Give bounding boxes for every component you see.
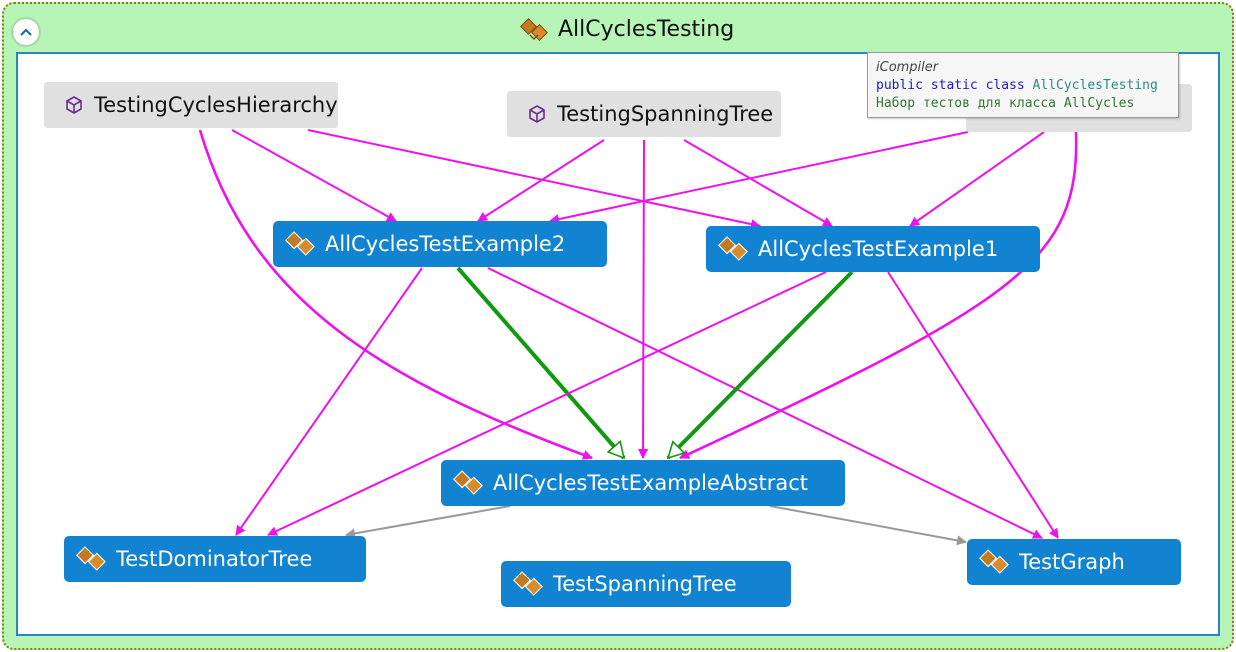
title-bar: AllCyclesTesting [0,0,1236,52]
node-test-graph[interactable]: TestGraph [967,539,1181,585]
node-label: TestDominatorTree [116,547,313,571]
edge-example2-graph [487,267,1043,539]
edge-spanning-abstract [638,139,649,459]
edge-abstract-graph [769,505,967,546]
edge-abstract-dominator [345,505,511,539]
node-label: TestingSpanningTree [557,102,774,126]
class-icon [979,546,1011,578]
node-label: TestSpanningTree [553,572,737,596]
node-label: TestingCyclesHierarchy [94,93,338,117]
class-icon [520,18,548,41]
node-label: AllCyclesTestExampleAbstract [493,471,808,495]
edge-example1-abstract-inherit [666,270,854,460]
edge-example2-abstract-inherit [456,266,626,460]
diagram-title: AllCyclesTesting [558,17,735,42]
node-all-cycles-test-example2[interactable]: AllCyclesTestExample2 [273,221,607,267]
node-label: AllCyclesTestExample1 [758,237,999,261]
edge-spanning-example1 [683,139,833,227]
edge-rightns-example1 [909,131,1045,227]
tooltip-signature: public static class AllCyclesTesting [876,77,1170,95]
class-icon [453,467,485,499]
node-testing-spanning-tree[interactable]: TestingSpanningTree [507,91,781,137]
node-testing-cycles-hierarchy[interactable]: TestingCyclesHierarchy [44,82,338,128]
edge-rightns-example2 [549,131,969,225]
collapse-button[interactable] [12,18,40,46]
edge-example1-dominator [267,271,827,536]
node-label: AllCyclesTestExample2 [325,232,566,256]
class-tooltip: iCompiler public static class AllCyclesT… [867,52,1179,118]
tooltip-header: iCompiler [876,60,939,75]
node-all-cycles-test-example-abstract[interactable]: AllCyclesTestExampleAbstract [441,460,845,506]
edge-example1-graph [887,271,1059,539]
class-icon [513,568,545,600]
class-icon [76,543,108,575]
edge-example2-dominator [235,267,423,536]
tooltip-type-name: AllCyclesTesting [1032,78,1158,93]
class-icon [718,233,750,265]
cube-icon [64,95,84,115]
node-all-cycles-test-example1[interactable]: AllCyclesTestExample1 [706,226,1040,272]
tooltip-summary: Набор тестов для класса AllCycles [876,96,1135,111]
chevron-up-icon [20,28,32,36]
edge-spanning-example2 [477,139,605,222]
node-test-dominator-tree[interactable]: TestDominatorTree [64,536,366,582]
cube-icon [527,104,547,124]
edge-hierarchy-example1 [307,129,761,230]
tooltip-keywords: public static class [876,78,1025,93]
edge-hierarchy-example2 [231,129,397,222]
node-label: TestGraph [1019,550,1125,574]
node-test-spanning-tree[interactable]: TestSpanningTree [501,561,791,607]
edge-rightns-abstract [679,131,1078,460]
class-icon [285,228,317,260]
edge-hierarchy-abstract [198,129,593,460]
